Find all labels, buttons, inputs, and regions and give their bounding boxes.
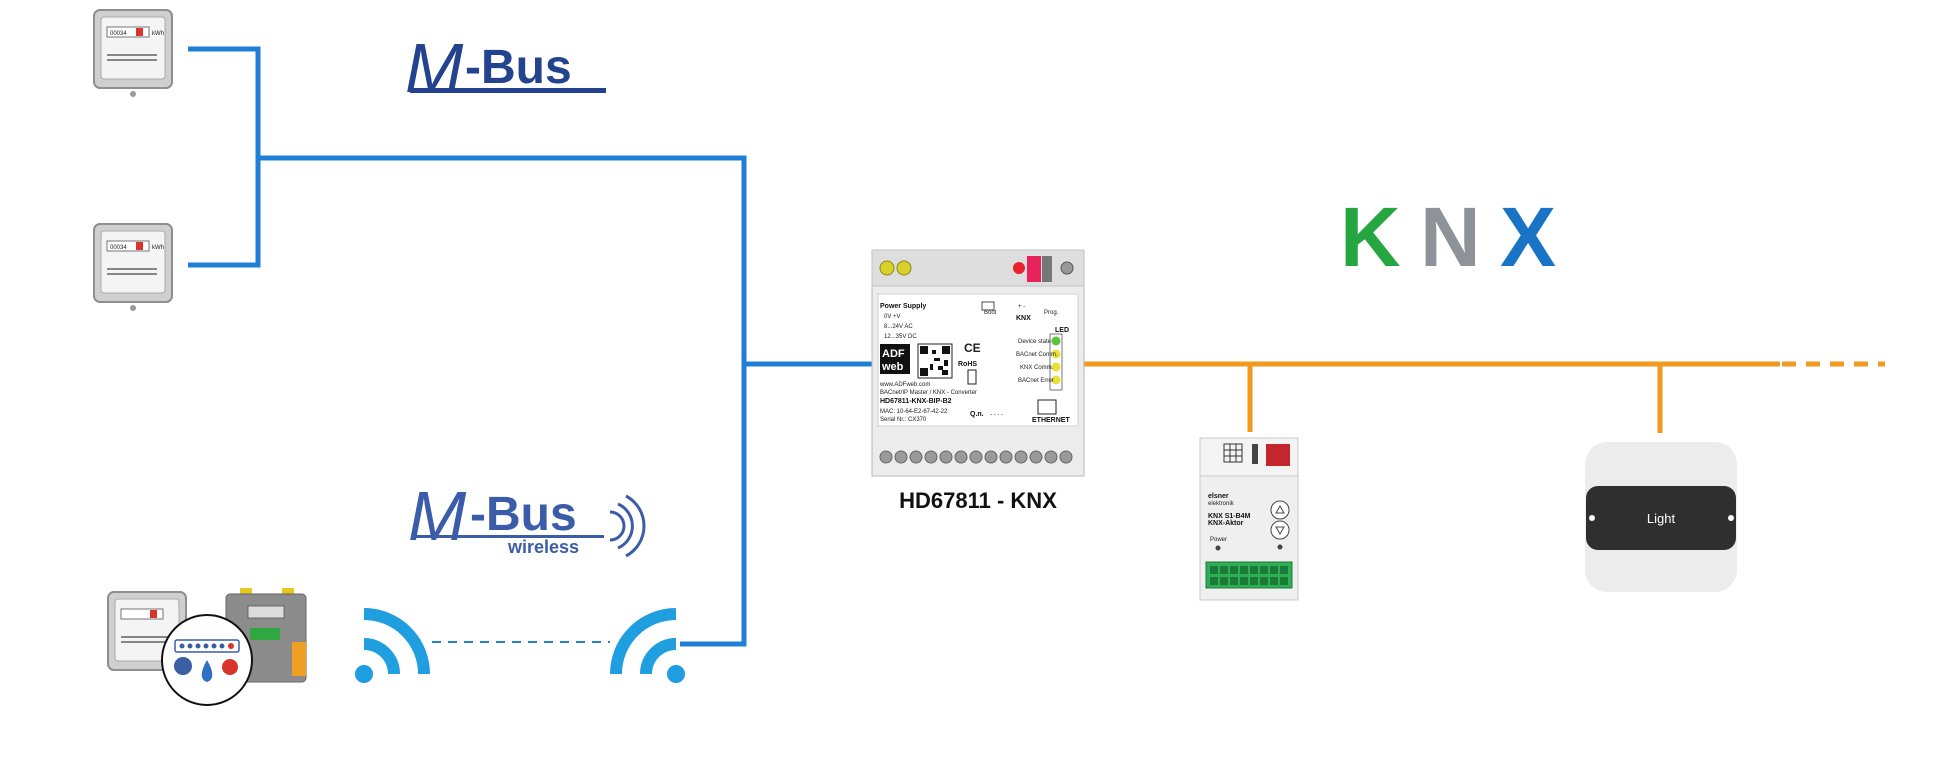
meter-reading: 00034: [110, 245, 127, 251]
actuator-brand-sub: elektronik: [1208, 501, 1235, 507]
meter-reading: 00034: [110, 31, 127, 37]
gw-led-label-3: KNX Comm.: [1020, 365, 1054, 371]
gw-boot-label: Boot: [984, 310, 997, 316]
actuator-brand: elsner: [1208, 493, 1229, 500]
gw-knx-bus-pins: + -: [1018, 304, 1025, 310]
knx-actuator-device: elsner elektronik KNX S1-B4M KNX-Aktor P…: [1199, 437, 1299, 601]
gw-power-supply: Power Supply: [880, 303, 926, 310]
gw-led-knx-comm: [1051, 362, 1061, 372]
wireless-signal-left-icon: [355, 608, 430, 683]
mbus-branch-meter-1: [188, 46, 261, 158]
gw-terminal-screws: [879, 450, 1073, 464]
gateway-caption: HD67811 - KNX: [899, 488, 1057, 513]
gw-led-bacnet-comm: [1051, 349, 1061, 359]
gw-voltage-spec-2: 12...35V DC: [884, 334, 917, 340]
mbus-wireless-logo-bus: -Bus: [470, 488, 577, 541]
light-device: Light: [1585, 442, 1737, 592]
gw-website: www.ADFweb.com: [879, 382, 930, 388]
actuator-model-2: KNX-Aktor: [1208, 520, 1244, 527]
mbus-wireless-logo-m: M: [408, 477, 467, 555]
gw-knx-label: KNX: [1016, 315, 1031, 322]
mbus-wireless-waves-icon: [609, 494, 646, 558]
gateway-device: Power Supply 0V +V 8...24V AC 12...35V D…: [871, 249, 1085, 477]
gw-brand-top: ADF: [882, 348, 905, 360]
mbus-trunk: [258, 155, 747, 364]
gw-led-device-state: [1051, 336, 1061, 346]
energy-meter-1: 00034 kWh: [93, 9, 173, 97]
light-panel: [1586, 486, 1736, 550]
gw-led-label-2: BACnet Comm.: [1016, 352, 1058, 358]
mbus-wiring: [188, 46, 872, 647]
gw-led-bacnet-error: [1051, 375, 1061, 385]
gw-ethernet-port-icon: [1037, 399, 1057, 415]
gw-qn: Q.n.: [970, 411, 984, 418]
wireless-meters-cluster: [107, 588, 307, 706]
knx-logo-n: N: [1420, 190, 1481, 284]
gw-ce-mark: CE: [964, 341, 981, 355]
mbus-logo-underline: [410, 88, 606, 93]
mbus-wireless-logo-underline: [412, 535, 604, 538]
gw-qn-value: - - - -: [990, 412, 1003, 418]
gw-qr-code-icon: [917, 343, 953, 379]
meter-unit: kWh: [152, 245, 164, 251]
mbus-wireless-logo-sub: wireless: [507, 537, 579, 557]
knx-wiring: [1083, 361, 1885, 433]
mbus-logo-bus: -Bus: [465, 41, 572, 94]
actuator-down-button-icon: [1270, 520, 1290, 540]
gw-serial: Serial Nr.: CX370: [880, 417, 927, 423]
mbus-wireless-logo: M -Bus wireless: [408, 477, 646, 558]
knx-logo-k: K: [1340, 190, 1401, 284]
gw-voltage-spec-1: 8...24V AC: [884, 324, 913, 330]
energy-meter-2: 00034 kWh: [93, 223, 173, 311]
gw-mac: MAC: 10-64-E2-67-42-22: [880, 409, 948, 415]
actuator-terminal-block: [1205, 561, 1293, 589]
meter-unit: kWh: [152, 31, 164, 37]
wireless-signal-right-icon: [610, 608, 685, 683]
light-label: Light: [1647, 511, 1676, 526]
gw-rohs-mark: RoHS: [958, 361, 977, 368]
mbus-wireless-riser: [680, 364, 747, 647]
gw-prog-label: Prog.: [1044, 310, 1059, 316]
gw-voltage-labels: 0V +V: [884, 314, 901, 320]
actuator-up-button-icon: [1270, 500, 1290, 520]
gw-model: HD67811-KNX-BIP-B2: [880, 398, 952, 405]
mbus-logo: M -Bus: [405, 29, 606, 107]
actuator-keypad-icon: [1223, 443, 1243, 463]
gw-led-label-1: Device state: [1018, 339, 1052, 345]
actuator-power-label: Power: [1210, 537, 1227, 543]
gw-brand-bottom: web: [881, 361, 904, 373]
gw-description: BACnet/IP Master / KNX - Converter: [880, 390, 977, 396]
mbus-branch-meter-2: [188, 158, 261, 268]
knx-logo: K N X: [1340, 190, 1556, 284]
mbus-logo-m: M: [405, 29, 464, 107]
actuator-model-1: KNX S1-B4M: [1208, 513, 1251, 520]
wireless-water-meter-icon: [161, 614, 253, 706]
knx-logo-x: X: [1500, 190, 1556, 284]
gw-led-title: LED: [1055, 327, 1069, 334]
gw-led-label-4: BACnet Error: [1018, 378, 1054, 384]
gw-ethernet-label: ETHERNET: [1032, 417, 1070, 424]
